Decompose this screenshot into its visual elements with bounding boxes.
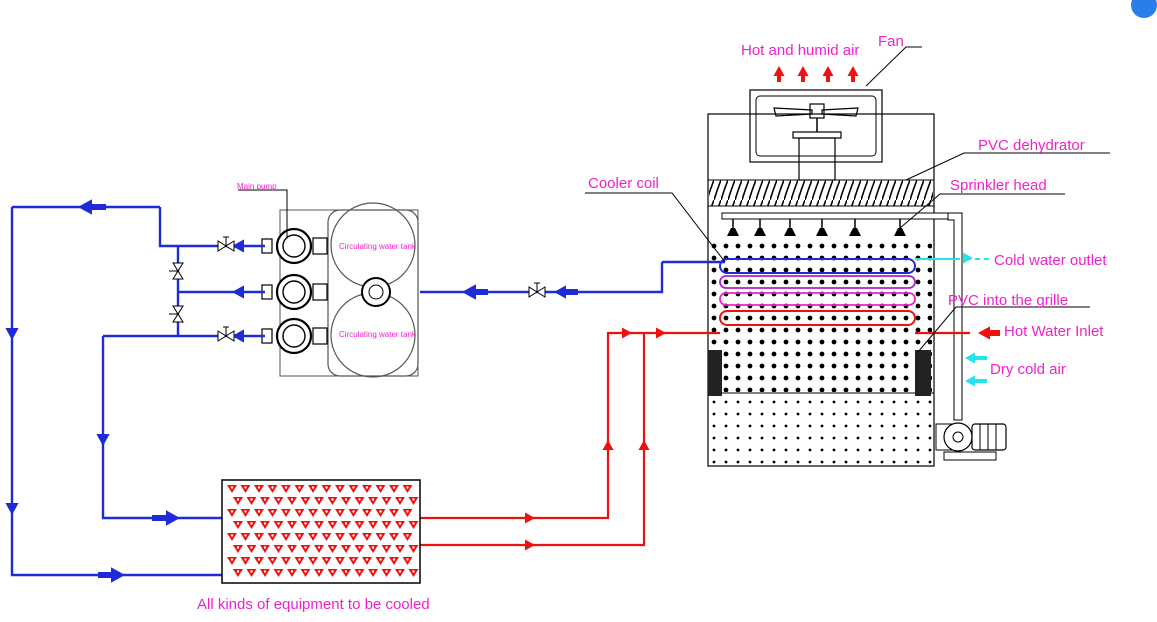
valve-icon — [169, 262, 184, 280]
flow-arrow-icon — [847, 66, 859, 76]
label-sprinkler-head: Sprinkler head — [950, 177, 1047, 194]
cooler-coil — [719, 258, 916, 326]
flow-arrow-icon — [96, 434, 110, 446]
label-fan: Fan — [878, 33, 904, 50]
valve-icon — [217, 236, 235, 252]
sprinkler-assembly — [721, 212, 963, 421]
valve-icon — [169, 305, 184, 323]
label-circulating-tank-bottom: Circulating water tank — [339, 330, 417, 339]
pump-icon — [261, 273, 328, 311]
corner-badge — [1131, 0, 1157, 18]
label-pvc-dehydrator: PVC dehydrator — [978, 137, 1085, 154]
flow-arrow-icon — [232, 285, 244, 299]
flow-arrow-icon — [5, 328, 19, 340]
flow-arrow-icon — [525, 539, 535, 551]
basin-fill — [710, 394, 932, 464]
flow-arrow-icon — [554, 285, 566, 299]
label-hot-humid-air: Hot and humid air — [741, 42, 859, 59]
fill-media — [710, 240, 932, 392]
flow-arrow-icon — [232, 329, 244, 343]
valve-icon — [528, 282, 546, 298]
flow-arrow-icon — [797, 66, 809, 76]
pump-station — [261, 202, 419, 378]
label-main-pump: Main pump — [237, 182, 277, 191]
flow-arrow-icon — [822, 66, 834, 76]
flow-arrow-icon — [656, 327, 666, 339]
flow-arrow-icon — [602, 440, 614, 450]
flow-arrows — [5, 66, 1000, 583]
flow-arrow-icon — [111, 567, 125, 583]
flow-arrow-icon — [963, 252, 973, 264]
label-circulating-tank-top: Circulating water tank — [339, 242, 417, 251]
pump-icon — [261, 227, 328, 265]
flow-arrow-icon — [525, 512, 535, 524]
right-grille — [915, 350, 931, 396]
label-cold-water-outlet: Cold water outlet — [994, 252, 1107, 269]
label-dry-cold-air: Dry cold air — [990, 361, 1066, 378]
pump-icon — [261, 317, 328, 355]
label-hot-water-inlet: Hot Water Inlet — [1004, 323, 1104, 340]
flow-arrow-icon — [965, 352, 975, 364]
fan-icon — [773, 103, 859, 139]
tower-body — [707, 89, 935, 467]
valve-icon — [217, 326, 235, 342]
spray-pump — [935, 422, 1007, 461]
label-equipment: All kinds of equipment to be cooled — [197, 596, 430, 613]
pvc-dehydrator-pack — [709, 180, 933, 206]
label-pvc-grille: PVC into the grille — [948, 292, 1068, 309]
flow-arrow-icon — [638, 440, 650, 450]
left-grille — [708, 350, 722, 396]
flow-arrow-icon — [5, 503, 19, 515]
flow-arrow-icon — [622, 327, 632, 339]
equipment-block — [221, 479, 421, 584]
flow-arrow-icon — [965, 375, 975, 387]
flow-arrow-icon — [462, 284, 476, 300]
flow-arrow-icon — [773, 66, 785, 76]
flow-arrow-icon — [232, 239, 244, 253]
flow-arrow-icon — [78, 199, 92, 215]
leader-lines — [238, 46, 1110, 353]
valves — [169, 236, 546, 342]
label-cooler-coil: Cooler coil — [588, 175, 659, 192]
flow-arrow-icon — [166, 510, 180, 526]
tank-outlet-flange — [361, 277, 391, 307]
flow-arrow-icon — [978, 326, 990, 340]
